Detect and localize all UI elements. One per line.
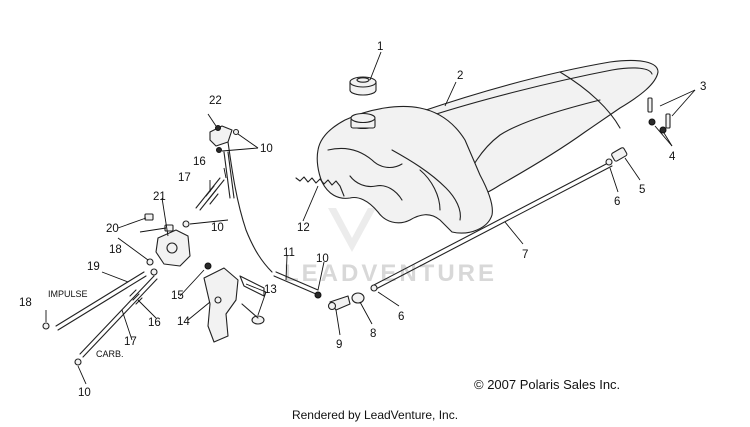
callout-10-top: 10 <box>260 143 273 155</box>
lower-hoses <box>42 258 158 366</box>
callout-numbers: 1 2 3 4 5 6 7 6 8 9 10 10 10 10 10 11 12… <box>19 41 706 399</box>
fuel-valve <box>144 125 273 273</box>
callout-17-bottom: 17 <box>124 336 137 348</box>
label-carb: CARB. <box>96 349 124 359</box>
hose <box>273 271 322 299</box>
callout-6-lower: 6 <box>398 311 404 323</box>
callout-5: 5 <box>639 184 645 196</box>
upper-hoses <box>182 151 235 228</box>
callout-18-left: 18 <box>19 297 32 309</box>
callout-1: 1 <box>377 41 383 53</box>
callout-10-bottom: 10 <box>78 387 91 399</box>
callout-3: 3 <box>700 81 706 93</box>
callout-11: 11 <box>283 247 295 259</box>
callout-7: 7 <box>522 249 528 261</box>
callout-2: 2 <box>457 70 463 82</box>
fittings <box>327 292 365 311</box>
callout-22: 22 <box>209 95 222 107</box>
rod-assembly <box>370 147 628 292</box>
callout-21: 21 <box>153 191 166 203</box>
fuel-tank <box>316 105 493 234</box>
label-impulse: IMPULSE <box>48 289 88 299</box>
callout-9: 9 <box>336 339 342 351</box>
copyright-text: © 2007 Polaris Sales Inc. <box>474 377 620 392</box>
callout-13: 13 <box>264 284 277 296</box>
fuel-cap <box>349 76 377 96</box>
callout-6-right: 6 <box>614 196 620 208</box>
watermark-logo <box>328 208 376 252</box>
callout-14: 14 <box>177 316 190 328</box>
callout-12: 12 <box>297 222 310 234</box>
callout-4: 4 <box>669 151 676 163</box>
callout-8: 8 <box>370 328 376 340</box>
spring <box>295 176 345 197</box>
callout-15: 15 <box>171 290 184 302</box>
seat-pins <box>647 97 671 134</box>
callout-18-right: 18 <box>109 244 122 256</box>
bracket <box>203 262 265 343</box>
footer-text: Rendered by LeadVenture, Inc. <box>291 408 459 422</box>
callout-20: 20 <box>106 223 119 235</box>
callout-16-bottom: 16 <box>148 317 161 329</box>
callout-16-top: 16 <box>193 156 206 168</box>
callout-19: 19 <box>87 261 100 273</box>
callout-10-hose: 10 <box>316 253 329 265</box>
leader-lines <box>45 51 696 385</box>
callout-10-mid: 10 <box>211 222 224 234</box>
callout-17-top: 17 <box>178 172 191 184</box>
